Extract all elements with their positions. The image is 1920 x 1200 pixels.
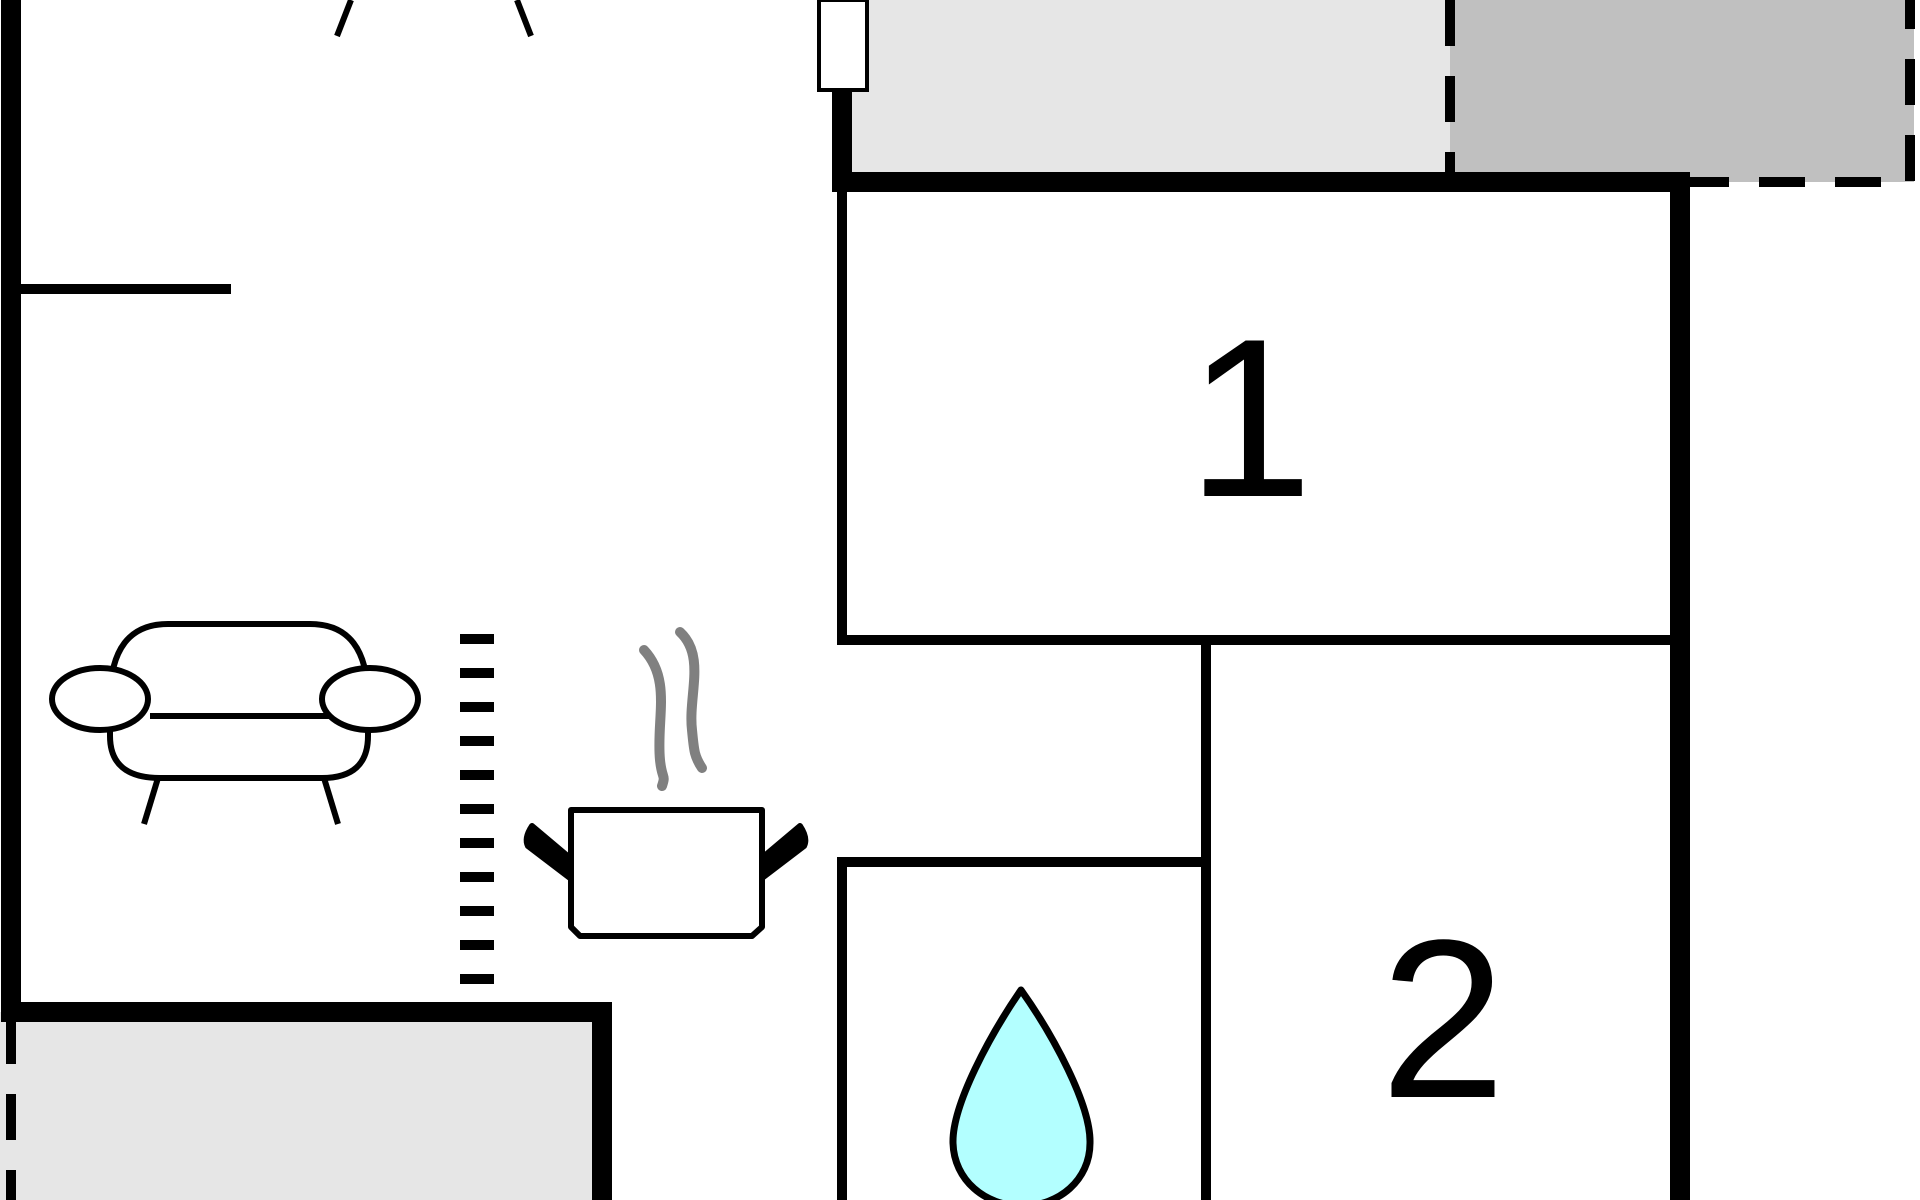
- sofa-icon: [49, 621, 421, 825]
- water-drop-icon: [949, 986, 1094, 1200]
- terrace-bottom: [0, 1012, 602, 1200]
- covered-terrace-top: [1450, 0, 1914, 182]
- room-2-label: 2: [1380, 892, 1506, 1145]
- wall-top-block: [832, 92, 1690, 1200]
- room-1-label: 1: [1187, 291, 1313, 544]
- wall-left: [1, 0, 612, 1200]
- wall-post: [817, 0, 869, 92]
- chair-legs-icon: [334, 0, 534, 38]
- terrace-top: [852, 0, 1452, 182]
- bathroom-walls: [837, 857, 1206, 1200]
- covered-terrace-dashed-edge: [1445, 0, 1915, 187]
- room-1-walls: [837, 182, 1670, 645]
- cooking-pot-icon: [523, 627, 809, 939]
